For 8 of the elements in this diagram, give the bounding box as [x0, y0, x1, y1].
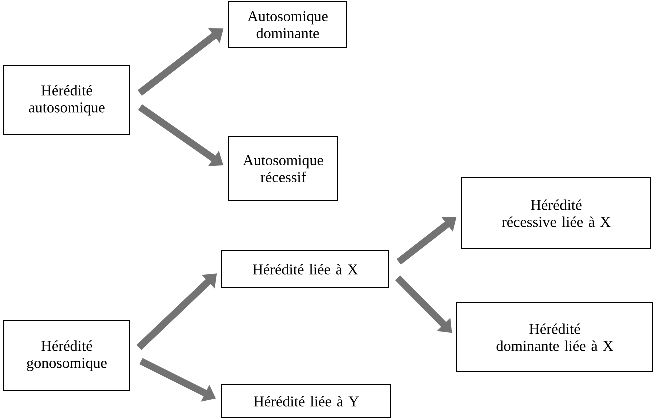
text-box: Autosomique dominante	[228, 2, 348, 48]
text-box: Hérédité gonosomique	[4, 320, 130, 392]
text-box: Autosomique récessif	[228, 136, 338, 202]
text-box: Hérédité liée à X	[222, 250, 390, 288]
text-box: Hérédité récessive liée à X	[462, 178, 652, 250]
text-box: Hérédité autosomique	[4, 66, 130, 136]
text-box: Hérédité liée à Y	[222, 384, 392, 418]
text-box: Hérédité dominante liée à X	[456, 302, 654, 372]
